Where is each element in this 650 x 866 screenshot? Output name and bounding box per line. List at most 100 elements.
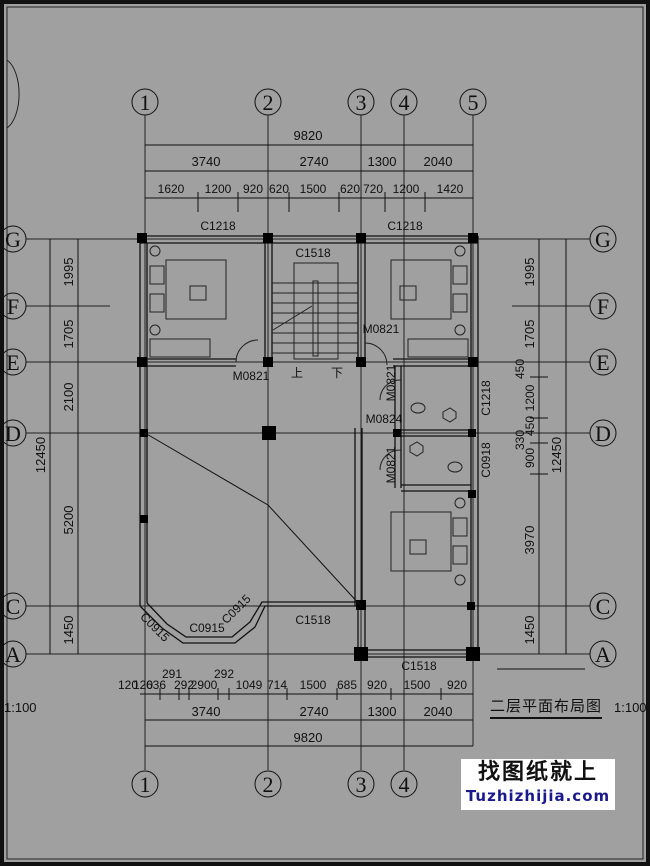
svg-text:1: 1: [140, 772, 151, 797]
edge-arc: [6, 59, 20, 129]
svg-text:1500: 1500: [300, 678, 327, 692]
walls: [139, 235, 479, 658]
svg-text:120: 120: [118, 678, 138, 692]
svg-text:900: 900: [523, 448, 537, 468]
axis-bubbles-right: G F E D C A: [589, 225, 617, 668]
svg-text:G: G: [595, 227, 611, 252]
svg-text:720: 720: [363, 182, 383, 196]
svg-text:5: 5: [468, 90, 479, 115]
bottom-dimension-lines: [140, 688, 473, 747]
svg-text:D: D: [5, 421, 21, 446]
svg-text:A: A: [595, 642, 611, 667]
svg-text:12450: 12450: [33, 437, 48, 473]
svg-text:12450: 12450: [549, 437, 564, 473]
svg-text:920: 920: [367, 678, 387, 692]
svg-text:120: 120: [133, 678, 153, 692]
staircase: [272, 262, 358, 360]
window-label: C1218: [479, 380, 493, 416]
svg-text:292: 292: [174, 678, 194, 692]
window-label: C1218: [387, 219, 423, 233]
svg-text:714: 714: [267, 678, 287, 692]
svg-text:3: 3: [356, 90, 367, 115]
door-label: M0821: [384, 446, 398, 483]
furniture: [149, 245, 469, 586]
svg-text:920: 920: [243, 182, 263, 196]
svg-text:1620: 1620: [158, 182, 185, 196]
svg-text:4: 4: [399, 772, 410, 797]
svg-text:1200: 1200: [523, 384, 537, 411]
svg-text:3740: 3740: [192, 154, 221, 169]
svg-text:1500: 1500: [404, 678, 431, 692]
svg-text:1049: 1049: [236, 678, 263, 692]
svg-text:1300: 1300: [368, 704, 397, 719]
inner-frame: [6, 6, 644, 860]
plan-title: 二层平面布局图: [490, 697, 603, 719]
columns: [137, 233, 480, 661]
window-label: C1218: [200, 219, 236, 233]
svg-text:1300: 1300: [368, 154, 397, 169]
axis-bubbles-top: 1 2 3 4 5: [131, 88, 487, 116]
svg-text:2: 2: [263, 772, 274, 797]
window-labels: C1218 C1218 C1518 C1218 C0918 C0915 C091…: [137, 219, 493, 673]
title-block: 二层平面布局图: [490, 695, 603, 719]
window-label: C1518: [295, 613, 331, 627]
svg-text:E: E: [6, 350, 19, 375]
door-label: M0824: [366, 412, 403, 426]
svg-text:4: 4: [399, 90, 410, 115]
window-label: C0915: [219, 591, 254, 626]
svg-text:5200: 5200: [61, 506, 76, 535]
svg-text:D: D: [595, 421, 611, 446]
window-label: C0915: [189, 621, 225, 635]
svg-text:3: 3: [356, 772, 367, 797]
svg-text:330: 330: [513, 430, 527, 450]
axis-bubbles-left: G F E D C A: [0, 225, 27, 668]
svg-text:2: 2: [263, 90, 274, 115]
svg-text:9820: 9820: [294, 730, 323, 745]
watermark-cn: 找图纸就上: [477, 760, 598, 785]
svg-text:620: 620: [269, 182, 289, 196]
svg-text:2740: 2740: [300, 154, 329, 169]
scale-right: 1:100: [614, 700, 647, 715]
window-label: C0915: [137, 610, 172, 645]
left-dimension-lines: [49, 239, 79, 654]
svg-text:1705: 1705: [522, 320, 537, 349]
svg-text:920: 920: [447, 678, 467, 692]
svg-text:3740: 3740: [192, 704, 221, 719]
watermark-url: Tuzhizhijia.com: [465, 787, 611, 805]
scale-left: 1:100: [4, 700, 37, 715]
svg-text:292: 292: [214, 667, 234, 681]
door-label: M0821: [233, 369, 270, 383]
svg-text:620: 620: [340, 182, 360, 196]
svg-text:F: F: [597, 294, 609, 319]
door-label: M0821: [384, 364, 398, 401]
svg-text:F: F: [7, 294, 19, 319]
door-label: M0821: [363, 322, 400, 336]
svg-text:2040: 2040: [424, 704, 453, 719]
right-dimension-lines: [530, 239, 567, 654]
top-dimension-lines: [145, 144, 473, 212]
axis-bubbles-bottom: 1 2 3 4: [131, 770, 418, 798]
svg-text:1: 1: [140, 90, 151, 115]
svg-text:450: 450: [513, 359, 527, 379]
svg-text:2900: 2900: [191, 678, 218, 692]
svg-text:1705: 1705: [61, 320, 76, 349]
window-label: C0918: [479, 442, 493, 478]
svg-text:636: 636: [146, 678, 166, 692]
horizontal-grid-lines: [26, 238, 590, 655]
watermark: 找图纸就上 Tuzhizhijia.com: [461, 759, 615, 810]
svg-text:2100: 2100: [61, 383, 76, 412]
door-labels: M0821 M0821 M0821 M0824 M0821: [233, 322, 403, 483]
top-dimension-text: 9820 3740 2740 1300 2040 1620 1200 920 6…: [158, 128, 464, 196]
svg-text:450: 450: [523, 416, 537, 436]
svg-text:G: G: [5, 227, 21, 252]
right-dimension-text: 1995 1705 450 1200 450 330 900 3970 1450…: [513, 258, 564, 645]
window-label: C1518: [295, 246, 331, 260]
svg-text:1995: 1995: [61, 258, 76, 287]
svg-text:1500: 1500: [300, 182, 327, 196]
svg-text:1420: 1420: [437, 182, 464, 196]
svg-text:1995: 1995: [522, 258, 537, 287]
svg-text:3970: 3970: [522, 526, 537, 555]
svg-text:9820: 9820: [294, 128, 323, 143]
